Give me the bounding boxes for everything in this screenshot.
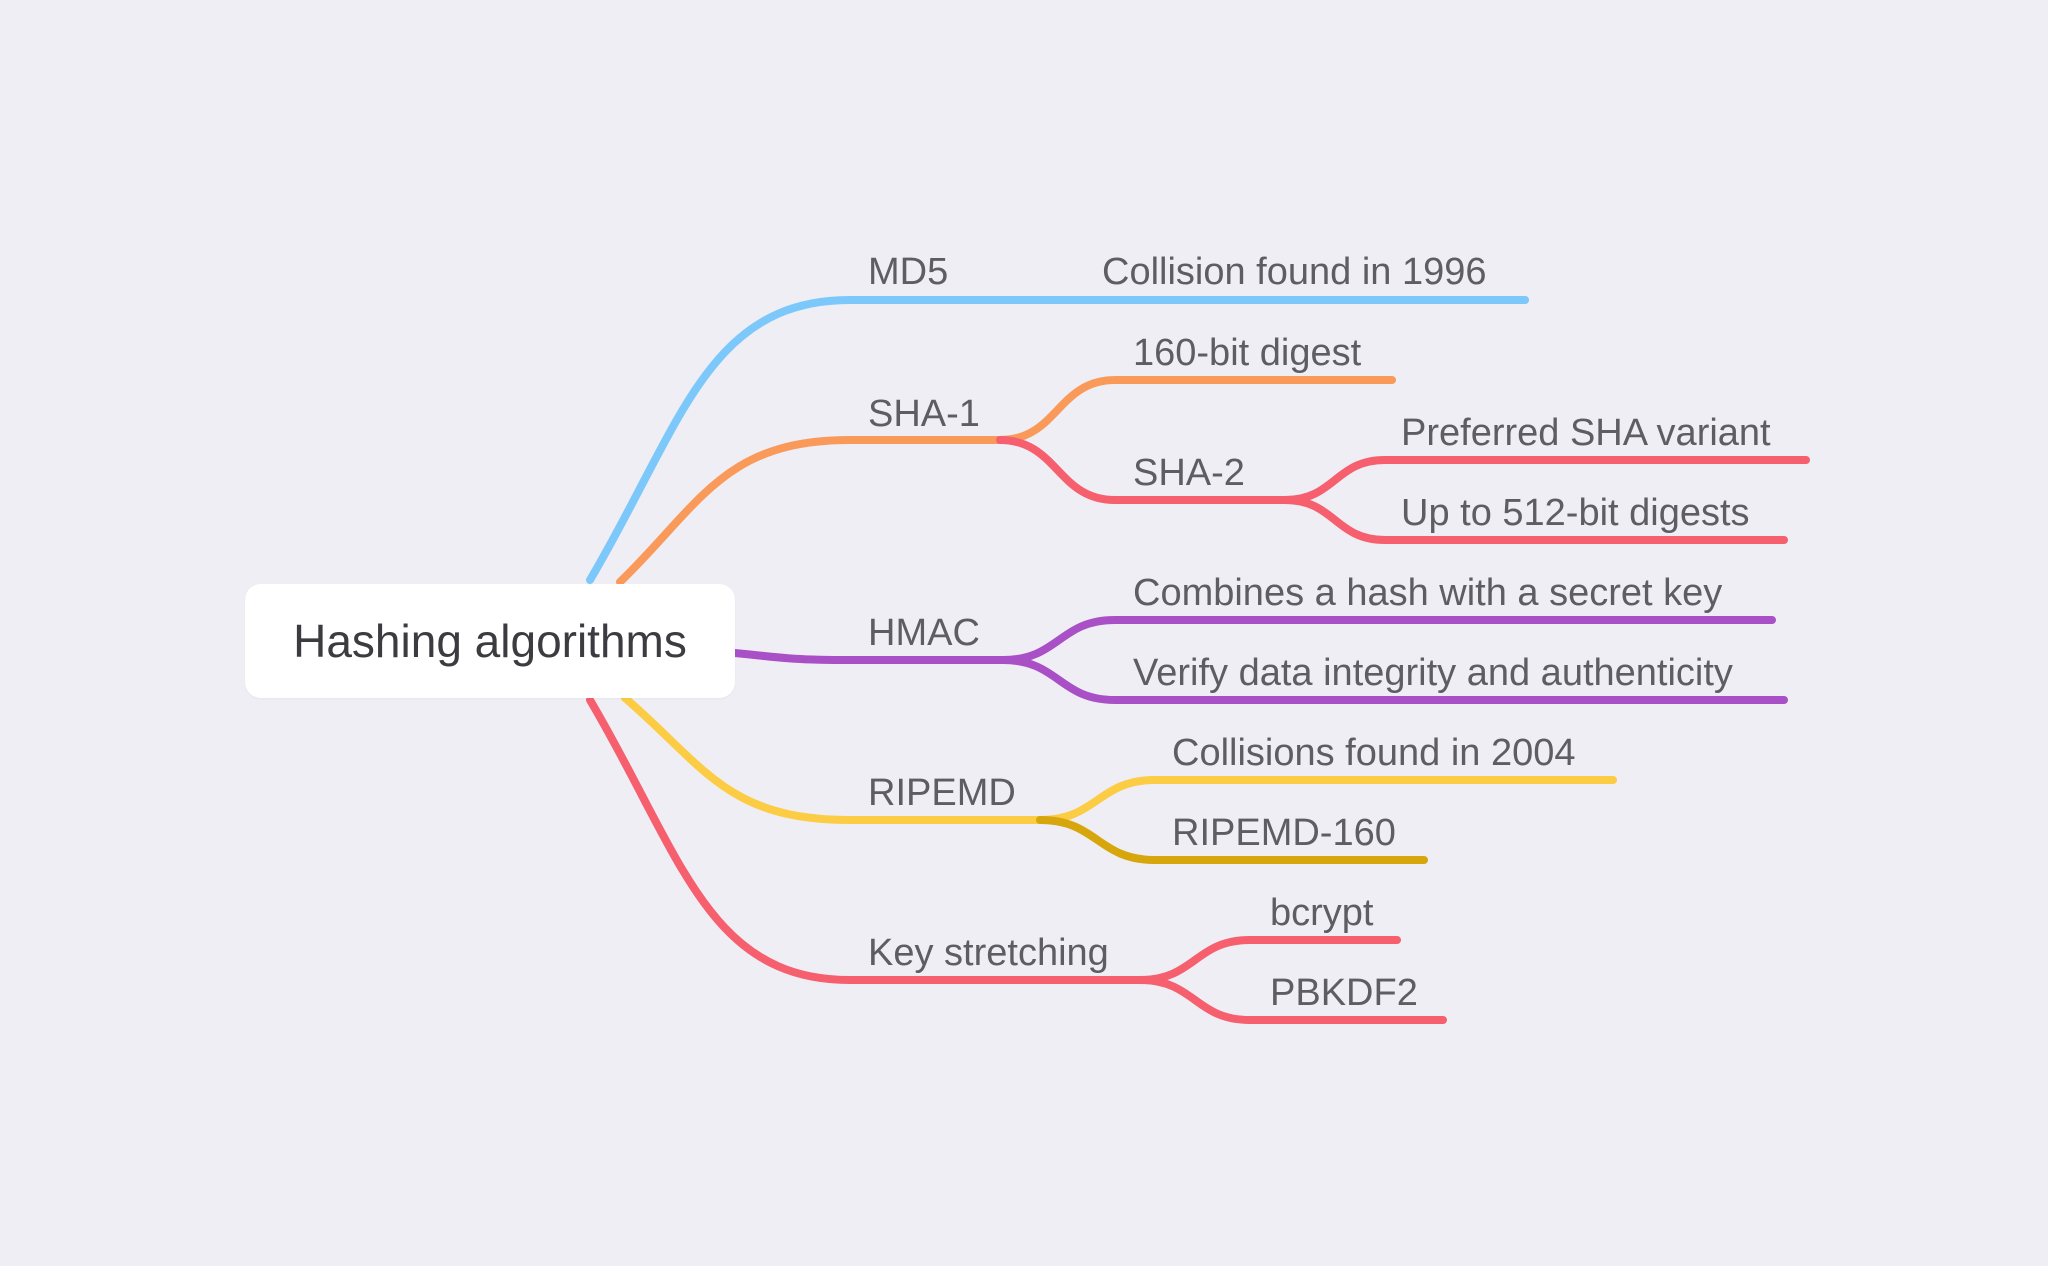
connector-hmac	[731, 649, 1007, 664]
connector-sha1	[616, 436, 1004, 586]
connector-ripemd-160	[1036, 816, 1428, 864]
connector-sha2-digests	[1281, 496, 1788, 544]
node-label-hmac-verify[interactable]: Verify data integrity and authenticity	[1133, 652, 1733, 694]
node-label-md5[interactable]: MD5	[868, 251, 948, 293]
connector-ripemd	[621, 694, 1044, 824]
connector-sha1-digest	[996, 376, 1396, 444]
node-label-bcrypt[interactable]: bcrypt	[1270, 892, 1374, 934]
connector-pbkdf2	[1136, 976, 1447, 1024]
node-label-pbkdf2[interactable]: PBKDF2	[1270, 972, 1418, 1014]
root-node-label: Hashing algorithms	[293, 615, 687, 667]
node-label-sha2-preferred[interactable]: Preferred SHA variant	[1401, 412, 1771, 454]
node-label-sha1[interactable]: SHA-1	[868, 393, 980, 435]
node-label-sha1-digest[interactable]: 160-bit digest	[1133, 332, 1362, 374]
node-label-hmac-combines[interactable]: Combines a hash with a secret key	[1133, 572, 1722, 614]
connector-sha2	[996, 436, 1289, 504]
node-label-hmac[interactable]: HMAC	[868, 612, 980, 654]
node-label-ripemd-160[interactable]: RIPEMD-160	[1172, 812, 1396, 854]
node-label-md5-collision[interactable]: Collision found in 1996	[1102, 251, 1487, 293]
node-label-ripemd-collisions[interactable]: Collisions found in 2004	[1172, 732, 1576, 774]
node-label-keystretch[interactable]: Key stretching	[868, 932, 1109, 974]
node-label-sha2-digests[interactable]: Up to 512-bit digests	[1401, 492, 1750, 534]
node-label-sha2[interactable]: SHA-2	[1133, 452, 1245, 494]
connector-keystretch	[586, 696, 1144, 984]
connector-md5	[586, 296, 1529, 584]
root-node[interactable]: Hashing algorithms	[245, 584, 735, 698]
mindmap-connectors	[586, 296, 1810, 1024]
node-label-ripemd[interactable]: RIPEMD	[868, 772, 1016, 814]
connector-hmac-verify	[999, 656, 1788, 704]
